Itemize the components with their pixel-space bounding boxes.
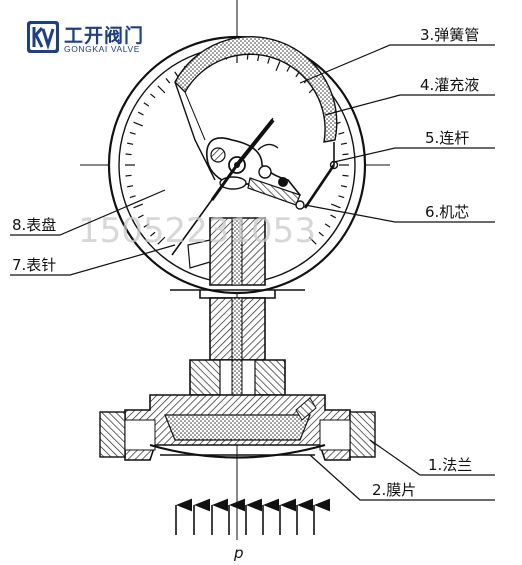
brand-name-cn: 工开阀门 [64, 25, 145, 47]
label-link-rod: 5.连杆 [425, 129, 469, 147]
label-movement: 6.机芯 [425, 203, 469, 221]
label-diaphragm: 2.膜片 [372, 481, 416, 499]
label-flange: 1.法兰 [428, 456, 472, 474]
dial-tick [125, 174, 132, 177]
dial-tick [340, 185, 347, 188]
dial-tick [165, 78, 171, 84]
dial-tick [267, 57, 271, 64]
dial-tick [318, 231, 324, 237]
dial-tick [324, 223, 331, 228]
dial-tick [143, 102, 150, 107]
dial-tick [129, 195, 136, 199]
dial-tick [174, 71, 179, 78]
pressure-symbol: p [233, 544, 244, 562]
dial-tick [286, 65, 291, 72]
dial-tick [133, 121, 143, 127]
diaphragm [149, 443, 326, 459]
dial-tick [150, 93, 156, 99]
dial-tick [338, 131, 345, 135]
dial-tick [137, 111, 144, 116]
dial-tick [150, 231, 156, 237]
logo-icon [27, 21, 59, 53]
tube-socket-line [174, 81, 216, 181]
dial-tick [342, 174, 349, 177]
brand-name-en: GONGKAI VALVE [64, 44, 140, 54]
label-pointer: 7.表针 [12, 256, 56, 274]
pressure-arrows [175, 498, 330, 535]
dial-tick [331, 203, 341, 209]
dial-tick [127, 142, 134, 145]
dial-tick [275, 61, 281, 71]
dial-tick [257, 55, 260, 62]
brand-logo: 工开阀门 GONGKAI VALVE [26, 20, 166, 56]
dial-tick [133, 203, 143, 209]
dial-tick [143, 223, 150, 228]
dial-tick [127, 185, 134, 188]
dial-tick [157, 236, 166, 245]
connector-body [189, 359, 286, 406]
dial-tick [129, 131, 136, 135]
dial-tick [330, 214, 337, 219]
dial-tick [308, 236, 317, 245]
leader-lines [10, 44, 495, 501]
dial-tick [125, 153, 132, 156]
gauge-stem [209, 297, 266, 361]
dial-tick [340, 142, 347, 145]
watermark-text: 15052231053 [78, 211, 316, 251]
label-fill-liquid: 4.灌充液 [420, 76, 479, 94]
flange-assembly [99, 394, 376, 461]
dial-tick [137, 214, 144, 219]
label-bourdon-tube: 3.弹簧管 [420, 26, 479, 44]
label-dial: 8.表盘 [12, 216, 56, 234]
bourdon-tube [174, 36, 338, 143]
socket-block [170, 217, 305, 299]
dial-tick [342, 153, 349, 156]
dial-tick [157, 85, 166, 94]
link-rod [303, 164, 336, 209]
dial-tick [338, 195, 345, 199]
